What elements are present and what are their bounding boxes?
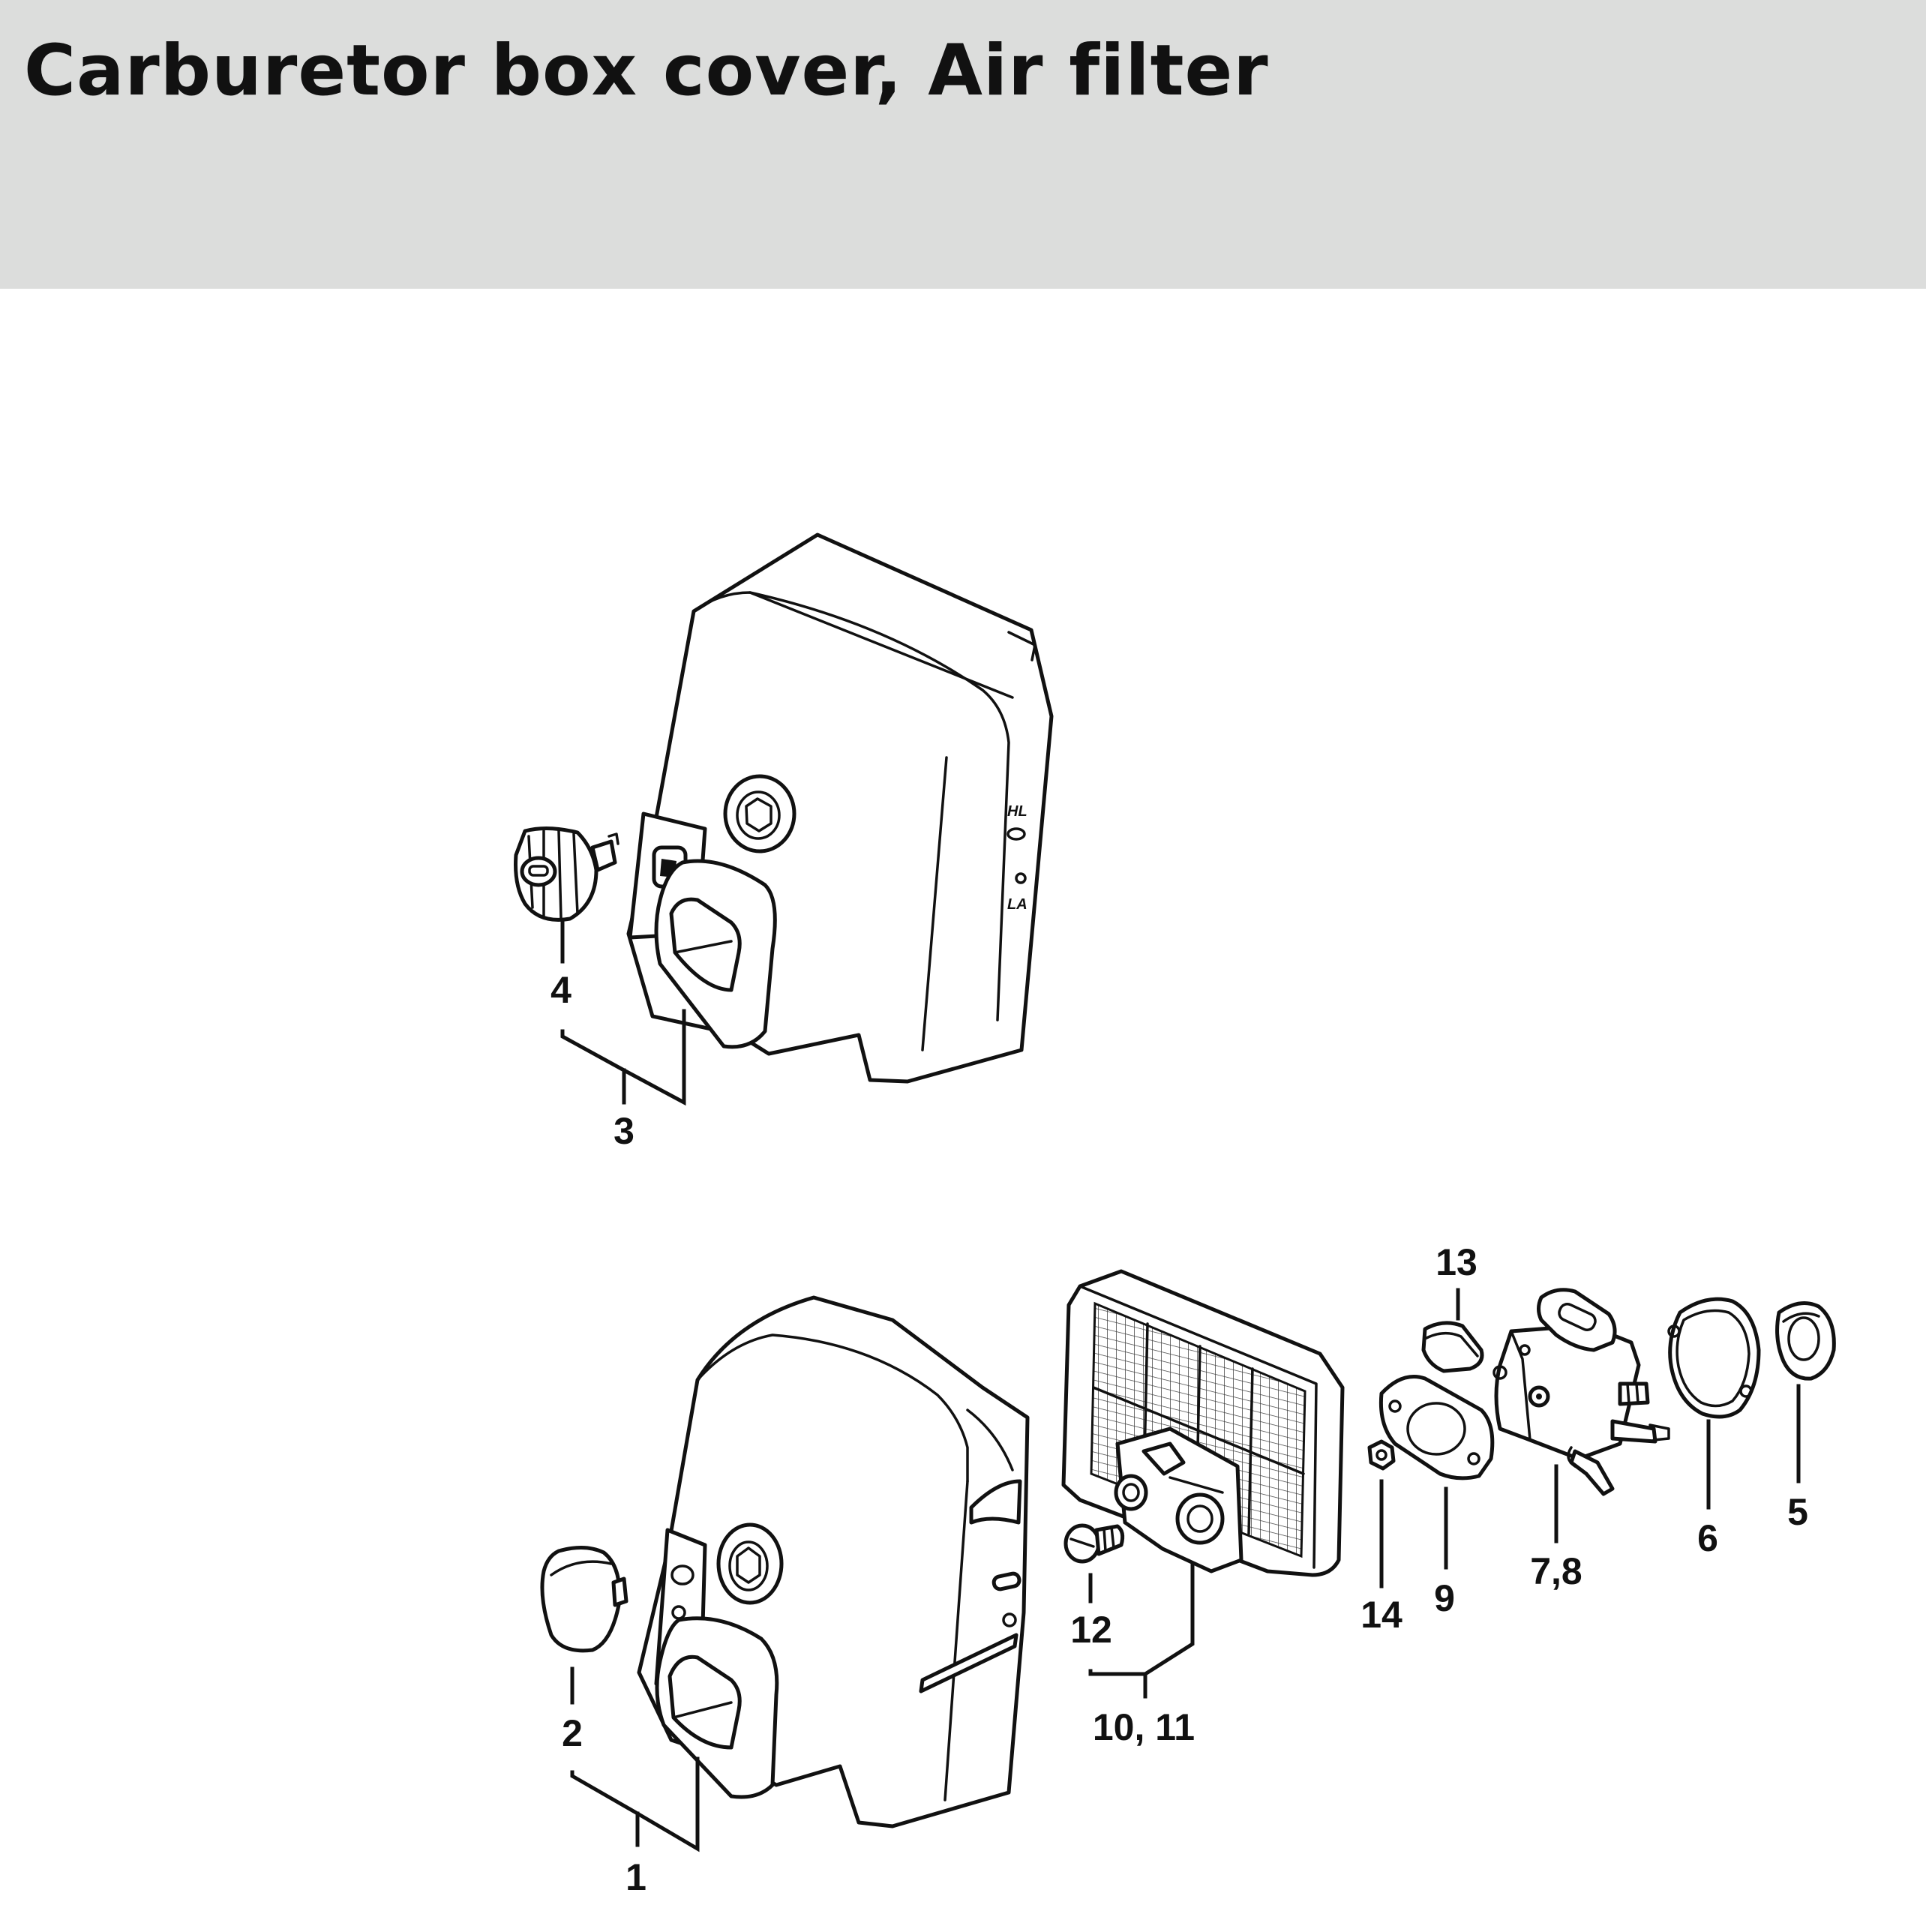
callout-1: 1 xyxy=(626,1856,646,1898)
ring-part-5 xyxy=(1775,1301,1836,1381)
cover-marking-hl: HL xyxy=(1007,803,1028,820)
nut-part-14 xyxy=(1367,1439,1396,1471)
callout-7-8: 7,8 xyxy=(1530,1550,1582,1592)
callout-12: 12 xyxy=(1070,1609,1112,1651)
page-title: Carburetor box cover, Air filter xyxy=(24,30,1269,112)
callout-6: 6 xyxy=(1697,1517,1718,1559)
intake-spacer-part-13 xyxy=(1421,1321,1484,1373)
gasket-part-9 xyxy=(1378,1375,1495,1480)
leader-lines xyxy=(560,920,1801,1852)
upper-carburetor-box-cover: HL LA xyxy=(626,532,1054,1084)
callout-14: 14 xyxy=(1360,1594,1402,1636)
screw-part-12 xyxy=(1064,1523,1125,1564)
cover-marking-la: LA xyxy=(1007,896,1028,913)
callout-2: 2 xyxy=(562,1712,583,1754)
callout-numbers: 4 3 2 1 12 10, 11 13 14 9 7,8 6 5 xyxy=(550,969,1808,1898)
carburetor-part-7-8 xyxy=(1492,1288,1670,1496)
lower-carburetor-box-cover xyxy=(637,1295,1030,1828)
callout-9: 9 xyxy=(1434,1577,1455,1619)
air-filter-assembly xyxy=(1061,1269,1345,1577)
callout-5: 5 xyxy=(1787,1491,1808,1533)
callout-4: 4 xyxy=(550,969,572,1011)
callout-13: 13 xyxy=(1436,1241,1478,1283)
callout-10-11: 10, 11 xyxy=(1093,1706,1195,1748)
callout-3: 3 xyxy=(614,1110,634,1152)
cap-part-2 xyxy=(540,1546,628,1653)
knob-part-4 xyxy=(514,826,620,922)
title-banner: Carburetor box cover, Air filter xyxy=(0,0,1926,289)
seal-ring-part-6 xyxy=(1667,1297,1761,1419)
